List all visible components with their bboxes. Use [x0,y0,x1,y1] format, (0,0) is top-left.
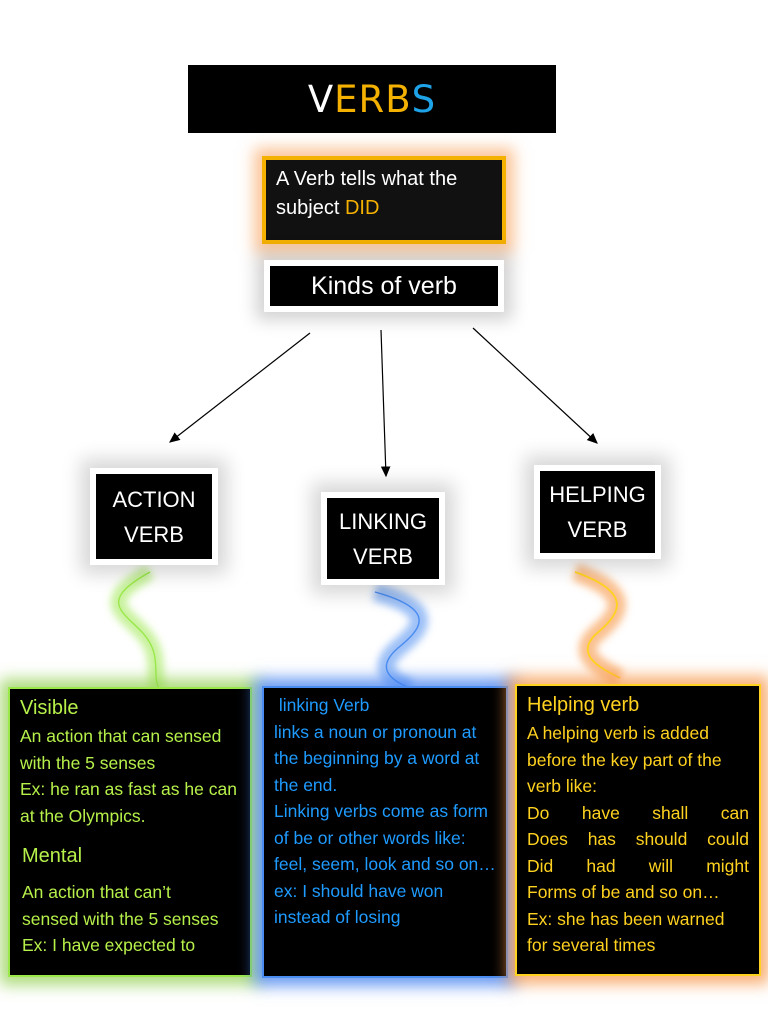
info-line: Linking verbs come as form [274,801,488,821]
kinds-label: Kinds of verb [311,271,457,300]
info-line: An action that can sensed [20,726,222,746]
linking-verb-info: linking Verb links a noun or pronoun at … [262,686,508,978]
info-line: the beginning by a word at [274,748,480,768]
helping-word: should [635,829,688,849]
linking-heading: linking Verb [274,695,370,715]
info-line: the end. [274,774,338,795]
info-line: An action that can’t [22,882,171,902]
info-line: Ex: I have expected to [22,935,196,955]
helping-verb-info: Helping verb A helping verb is added bef… [515,684,761,976]
info-line: for several times [527,935,656,955]
title-letter: R [358,77,386,121]
definition-line: subject DID [276,194,492,223]
helping-verb-row: Does has should could [527,826,749,853]
helping-word: could [707,829,749,849]
helping-heading: Helping verb [527,694,640,716]
definition-box: A Verb tells what the subject DID [262,156,506,244]
action-squiggle [110,565,168,695]
helping-word: can [720,802,749,823]
info-line: feel, seem, look and so on… [274,854,496,874]
kinds-of-verb-box: Kinds of verb [264,260,504,312]
title-letter: E [334,77,359,121]
helping-label-line: HELPING [549,482,646,507]
helping-squiggle [571,563,626,687]
title-letter: S [411,77,437,121]
action-label-line: ACTION [112,486,196,512]
linking-label-line: VERB [353,543,413,569]
arrow-to-linking [380,329,391,478]
info-line: with the 5 senses [20,752,156,773]
helping-word: has [587,829,616,849]
info-line: verb like: [527,776,598,796]
arrow-to-helping [472,327,598,444]
helping-verb-row: Did had will might [527,853,749,880]
info-line: instead of losing [274,907,401,927]
action-verb-info: Visible An action that can sensed with t… [8,687,252,977]
title-letter: B [385,77,412,121]
helping-word: had [586,855,616,876]
info-line: links a noun or pronoun at [274,721,477,742]
helping-verb-row: Do have shall can [527,800,749,827]
action-label-line: VERB [124,521,184,547]
title-letter: V [307,77,335,121]
mental-heading: Mental [22,845,83,867]
linking-verb-box: LINKING VERB [321,492,445,585]
info-line: Forms of be and so on… [527,882,720,902]
visible-heading: Visible [20,697,79,719]
helping-word: Does [527,829,568,849]
arrow-to-action [169,332,311,443]
definition-text: subject [276,197,345,219]
helping-word: will [648,855,674,876]
helping-word: shall [652,802,689,823]
definition-highlight: DID [344,197,380,219]
linking-squiggle [372,583,429,697]
linking-label-line: LINKING [338,508,428,534]
definition-line: A Verb tells what the [276,168,458,190]
info-line: A helping verb is added [527,723,709,743]
helping-verb-box: HELPING VERB [534,465,661,559]
info-line: before the key part of the [527,749,722,770]
info-line: Ex: he ran as fast as he can [20,779,237,799]
info-line: Ex: she has been warned [527,908,725,929]
info-line: sensed with the 5 senses [22,908,219,929]
helping-word: Did [527,855,554,876]
helping-word: Do [527,802,550,823]
info-line: of be or other words like: [274,827,466,848]
action-verb-box: ACTION VERB [90,468,218,565]
helping-label-line: VERB [567,517,628,542]
helping-word: have [581,802,620,823]
info-line: ex: I should have won [274,880,444,901]
helping-word: might [706,855,749,876]
info-line: at the Olympics. [20,805,146,826]
